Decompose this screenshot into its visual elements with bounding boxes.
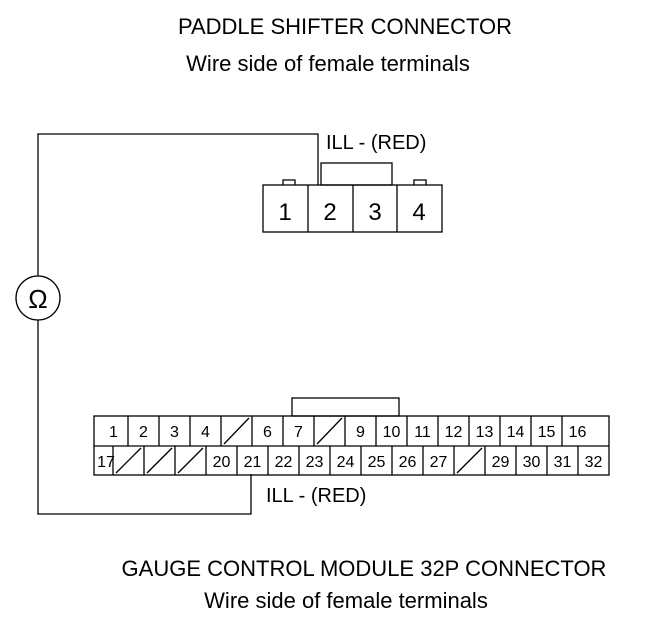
row2-blank-cavity [115, 447, 142, 474]
ohmmeter-icon: Ω [15, 275, 61, 321]
gcm-pin-31: 31 [554, 454, 572, 471]
row2-blank-cavity [146, 447, 173, 474]
row2-blank-cavity [177, 447, 204, 474]
gcm-pin-9: 9 [356, 424, 365, 441]
gcm-pin-23: 23 [306, 454, 324, 471]
bottom-connector-title: GAUGE CONTROL MODULE 32P CONNECTOR [122, 556, 607, 581]
row1-blank-cavity [223, 417, 250, 445]
top-pin-3: 3 [368, 199, 381, 226]
top-connector-title: PADDLE SHIFTER CONNECTOR [178, 14, 512, 39]
gcm-pin-4: 4 [201, 424, 210, 441]
gcm-pin-11: 11 [414, 424, 431, 441]
bottom-wire-label: ILL - (RED) [266, 485, 366, 507]
gcm-pin-30: 30 [523, 454, 541, 471]
gcm-pin-26: 26 [399, 454, 417, 471]
ohm-symbol: Ω [28, 284, 47, 314]
gcm-pin-21: 21 [244, 454, 262, 471]
test-lead-wire [37, 133, 319, 515]
gcm-pin-12: 12 [445, 424, 463, 441]
gcm-pin-17: 17 [97, 454, 115, 471]
gcm-pin-22: 22 [275, 454, 293, 471]
row2-blank-cavity [456, 447, 483, 474]
gcm-pin-13: 13 [476, 424, 494, 441]
top-pin-4: 4 [412, 199, 425, 226]
gcm-pin-24: 24 [337, 454, 355, 471]
gcm-pin-27: 27 [430, 454, 448, 471]
gcm-pin-7: 7 [294, 424, 303, 441]
gcm-pin-1: 1 [109, 424, 118, 441]
gcm-pin-20: 20 [213, 454, 231, 471]
row1-blank-cavity [316, 417, 343, 445]
gcm-pin-10: 10 [383, 424, 401, 441]
gcm-pin-3: 3 [170, 424, 179, 441]
top-pin-2: 2 [323, 199, 336, 226]
gcm-pin-6: 6 [263, 424, 272, 441]
gcm-pin-29: 29 [492, 454, 510, 471]
gcm-pin-32: 32 [585, 454, 603, 471]
gcm-pin-14: 14 [507, 424, 525, 441]
gcm-pin-15: 15 [538, 424, 556, 441]
bottom-connector-subtitle: Wire side of female terminals [204, 588, 488, 613]
paddle-shifter-connector: 1 2 3 4 [262, 162, 443, 233]
top-wire-label: ILL - (RED) [326, 132, 426, 154]
gcm-pin-25: 25 [368, 454, 386, 471]
gcm-pin-2: 2 [139, 424, 148, 441]
gcm-pin-16: 16 [569, 424, 587, 441]
top-pin-1: 1 [278, 199, 291, 226]
top-connector-subtitle: Wire side of female terminals [186, 51, 470, 76]
